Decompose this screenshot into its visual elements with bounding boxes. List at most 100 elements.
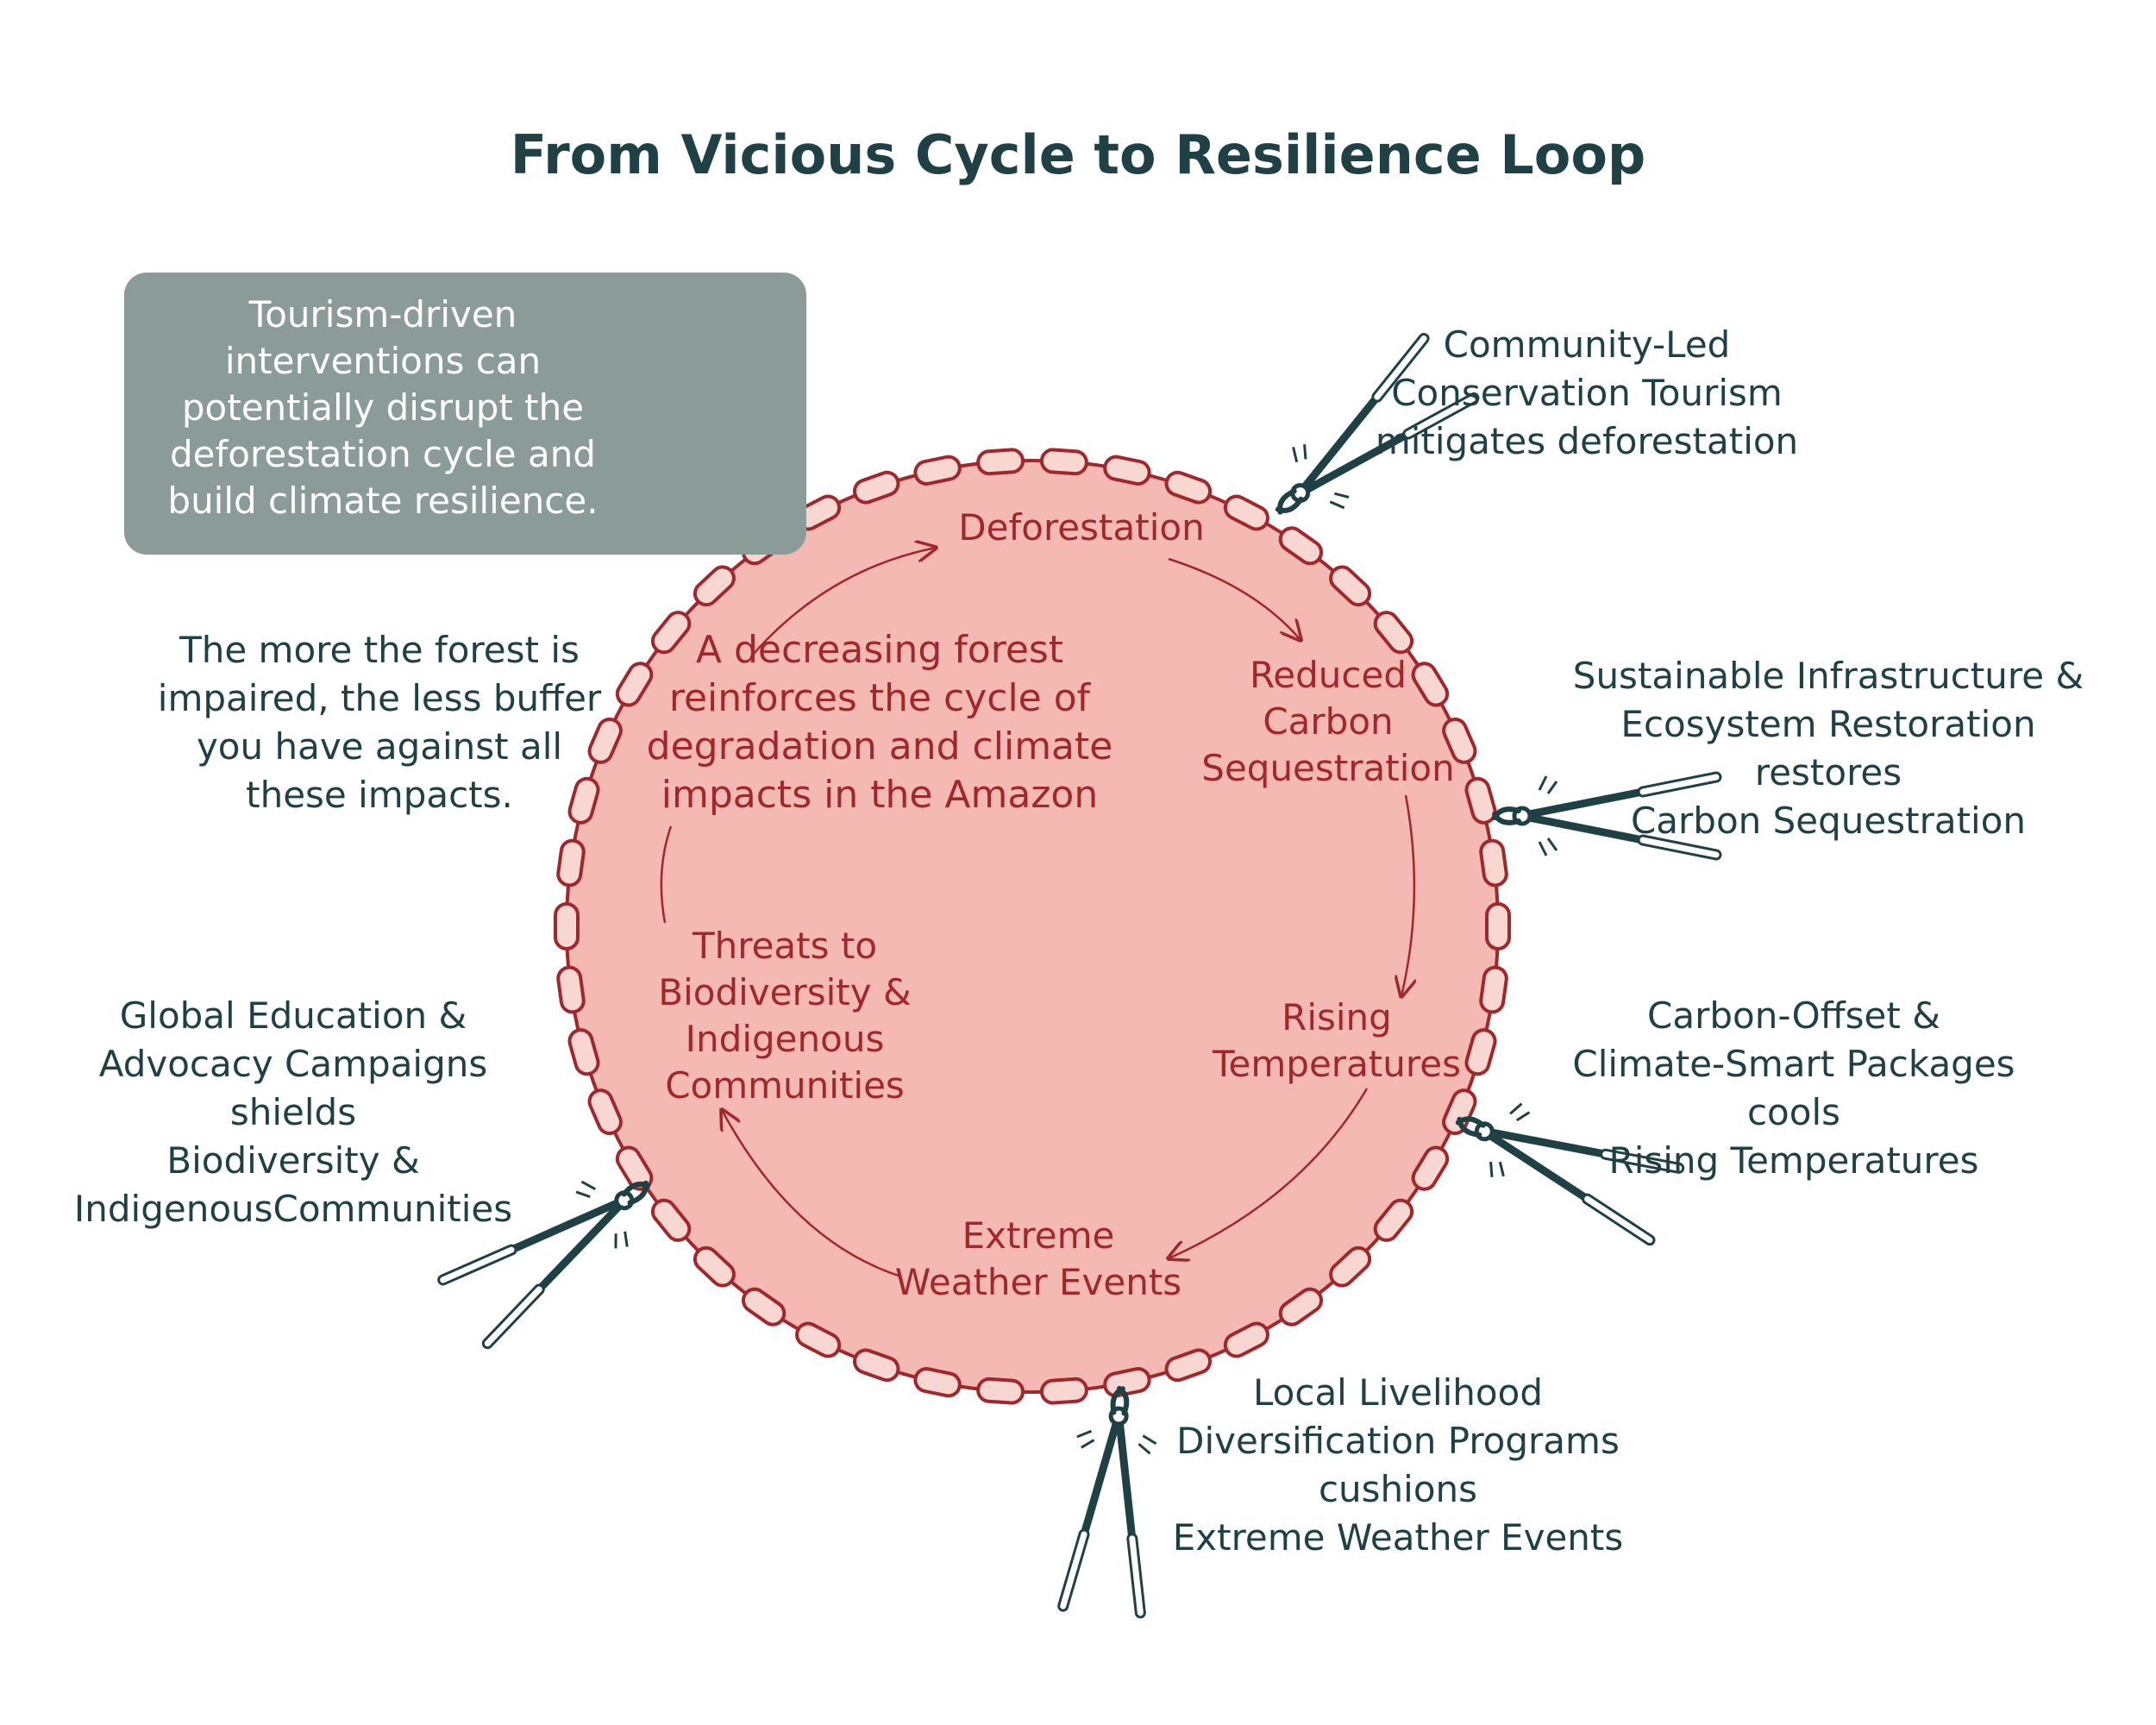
chain-link [1223,1321,1269,1358]
intervention-line: Diversification Programs [1176,1420,1620,1462]
chain-link [567,1028,600,1076]
stage-label: Communities [665,1064,905,1107]
chain-link [554,902,580,950]
intervention-line: mitigates deforestation [1375,420,1799,462]
stage-label: Rising [1282,996,1392,1038]
bolt-cutter-icon [1455,1102,1685,1246]
stage-reduced-carbon-sequestration: Reduced Carbon Sequestration [1156,652,1501,792]
chain-link [693,565,736,607]
bolt-cutter-icon [1275,332,1480,515]
chain-link [976,1377,1025,1405]
chain-link [741,1287,787,1327]
chain-link [1411,1145,1450,1191]
chain-link [587,717,623,764]
stage-label: Reduced [1249,654,1407,696]
chain-link [1223,494,1269,531]
stage-deforestation: Deforestation [909,505,1254,551]
intervention-conservation-tourism: Community-Led Conservation Tourism mitig… [1337,321,1837,466]
stage-label: Indigenous [685,1018,885,1060]
stage-label: Extreme [962,1214,1115,1257]
intervention-line: Conservation Tourism [1391,372,1783,414]
side-note-line: you have against all [196,725,563,768]
chain-link [1039,448,1088,476]
chain-link [1164,1348,1213,1383]
chain-link [795,1321,842,1358]
chain-link [1464,1028,1497,1076]
center-text-line: A decreasing forest [695,628,1064,672]
intervention-line: Climate-Smart Packages [1572,1043,2015,1085]
chain-link [1039,1377,1088,1405]
stage-label: Sequestration [1201,747,1455,789]
chain-link [1373,611,1414,655]
chain-link [650,1198,692,1242]
intervention-line: Global Education & [119,994,467,1037]
side-note: The more the forest is impaired, the les… [121,626,638,819]
chain-link [1464,776,1497,825]
stage-label: Deforestation [958,506,1205,549]
chain-link [913,455,962,486]
intervention-infrastructure-restoration: Sustainable Infrastructure & Ecosystem R… [1544,652,2113,845]
center-text-line: reinforces the cycle of [668,676,1091,720]
bolt-cutter-icon [1057,1385,1157,1619]
chain-link [650,611,692,655]
intervention-line: Local Livelihood [1253,1371,1543,1414]
chain-link [1411,662,1450,707]
intervention-line: Community-Led [1443,323,1731,366]
arrow-to-threats [722,1110,902,1278]
arrow-to-reduced-carbon [1168,557,1300,640]
intervention-line: Ecosystem Restoration [1620,703,2036,745]
diagram-title: From Vicious Cycle to Resilience Loop [510,123,1646,186]
stage-label: Carbon [1263,700,1394,743]
chain-link [1479,838,1508,888]
chain-link [615,662,654,707]
chain-link [1479,965,1508,1014]
stage-label: Threats to [692,925,878,967]
intervention-education-advocacy: Global Education & Advocacy Campaigns sh… [34,992,552,1233]
chain-link [567,776,600,825]
center-text-line: degradation and climate [646,724,1113,768]
intervention-line: Biodiversity & [166,1139,420,1182]
intervention-line: Advocacy Campaigns [98,1043,488,1085]
arrow-to-extreme-weather [1169,1088,1369,1258]
stage-threats-to-biodiversity: Threats to Biodiversity & Indigenous Com… [612,923,957,1109]
intervention-line: Rising Temperatures [1608,1139,1979,1182]
intervention-line: cools [1746,1091,1841,1133]
intervention-line: restores [1754,751,1902,794]
intervention-line: Extreme Weather Events [1172,1516,1624,1559]
chain-link [556,838,586,888]
bolt-cutter-icon [437,1180,651,1350]
arrow-to-deforestation [751,548,936,656]
chain-link [1164,470,1213,505]
stage-label: Temperatures [1213,1043,1461,1085]
intervention-line: Carbon-Offset & [1647,994,1940,1037]
chain-link [1278,1287,1324,1327]
intervention-line: shields [229,1091,357,1133]
intervention-livelihood-diversification: Local Livelihood Diversification Program… [1161,1369,1635,1562]
chain-link [1329,1245,1372,1288]
chain-link [1278,526,1324,566]
chain-link [1103,1367,1151,1398]
intervention-line: Carbon Sequestration [1630,800,2027,842]
side-note-line: The more the forest is [179,629,580,671]
chain-link [1485,902,1511,950]
side-note-line: these impacts. [246,774,513,816]
chain-link [1103,455,1151,486]
callout-text: Tourism-driven interventions can potenti… [167,293,599,522]
chain-links [554,448,1511,1405]
intervention-carbon-offset: Carbon-Offset & Climate-Smart Packages c… [1544,992,2044,1185]
stage-label: Biodiversity & [658,971,912,1013]
chain-link [852,1348,900,1383]
stage-extreme-weather: Extreme Weather Events [866,1213,1211,1306]
chain-link [1442,717,1477,764]
chain-link [976,448,1025,476]
intervention-line: Sustainable Infrastructure & [1572,655,2084,697]
arrow-threats-to-center [660,825,673,924]
chain-link [913,1367,962,1398]
chain-link [852,470,900,505]
chain-link [693,1245,736,1288]
forest-circle [567,461,1498,1392]
arrow-to-rising-temperatures [1401,794,1414,996]
cycle-center-text: A decreasing forest reinforces the cycle… [604,626,1156,819]
chain-link [1329,565,1372,607]
